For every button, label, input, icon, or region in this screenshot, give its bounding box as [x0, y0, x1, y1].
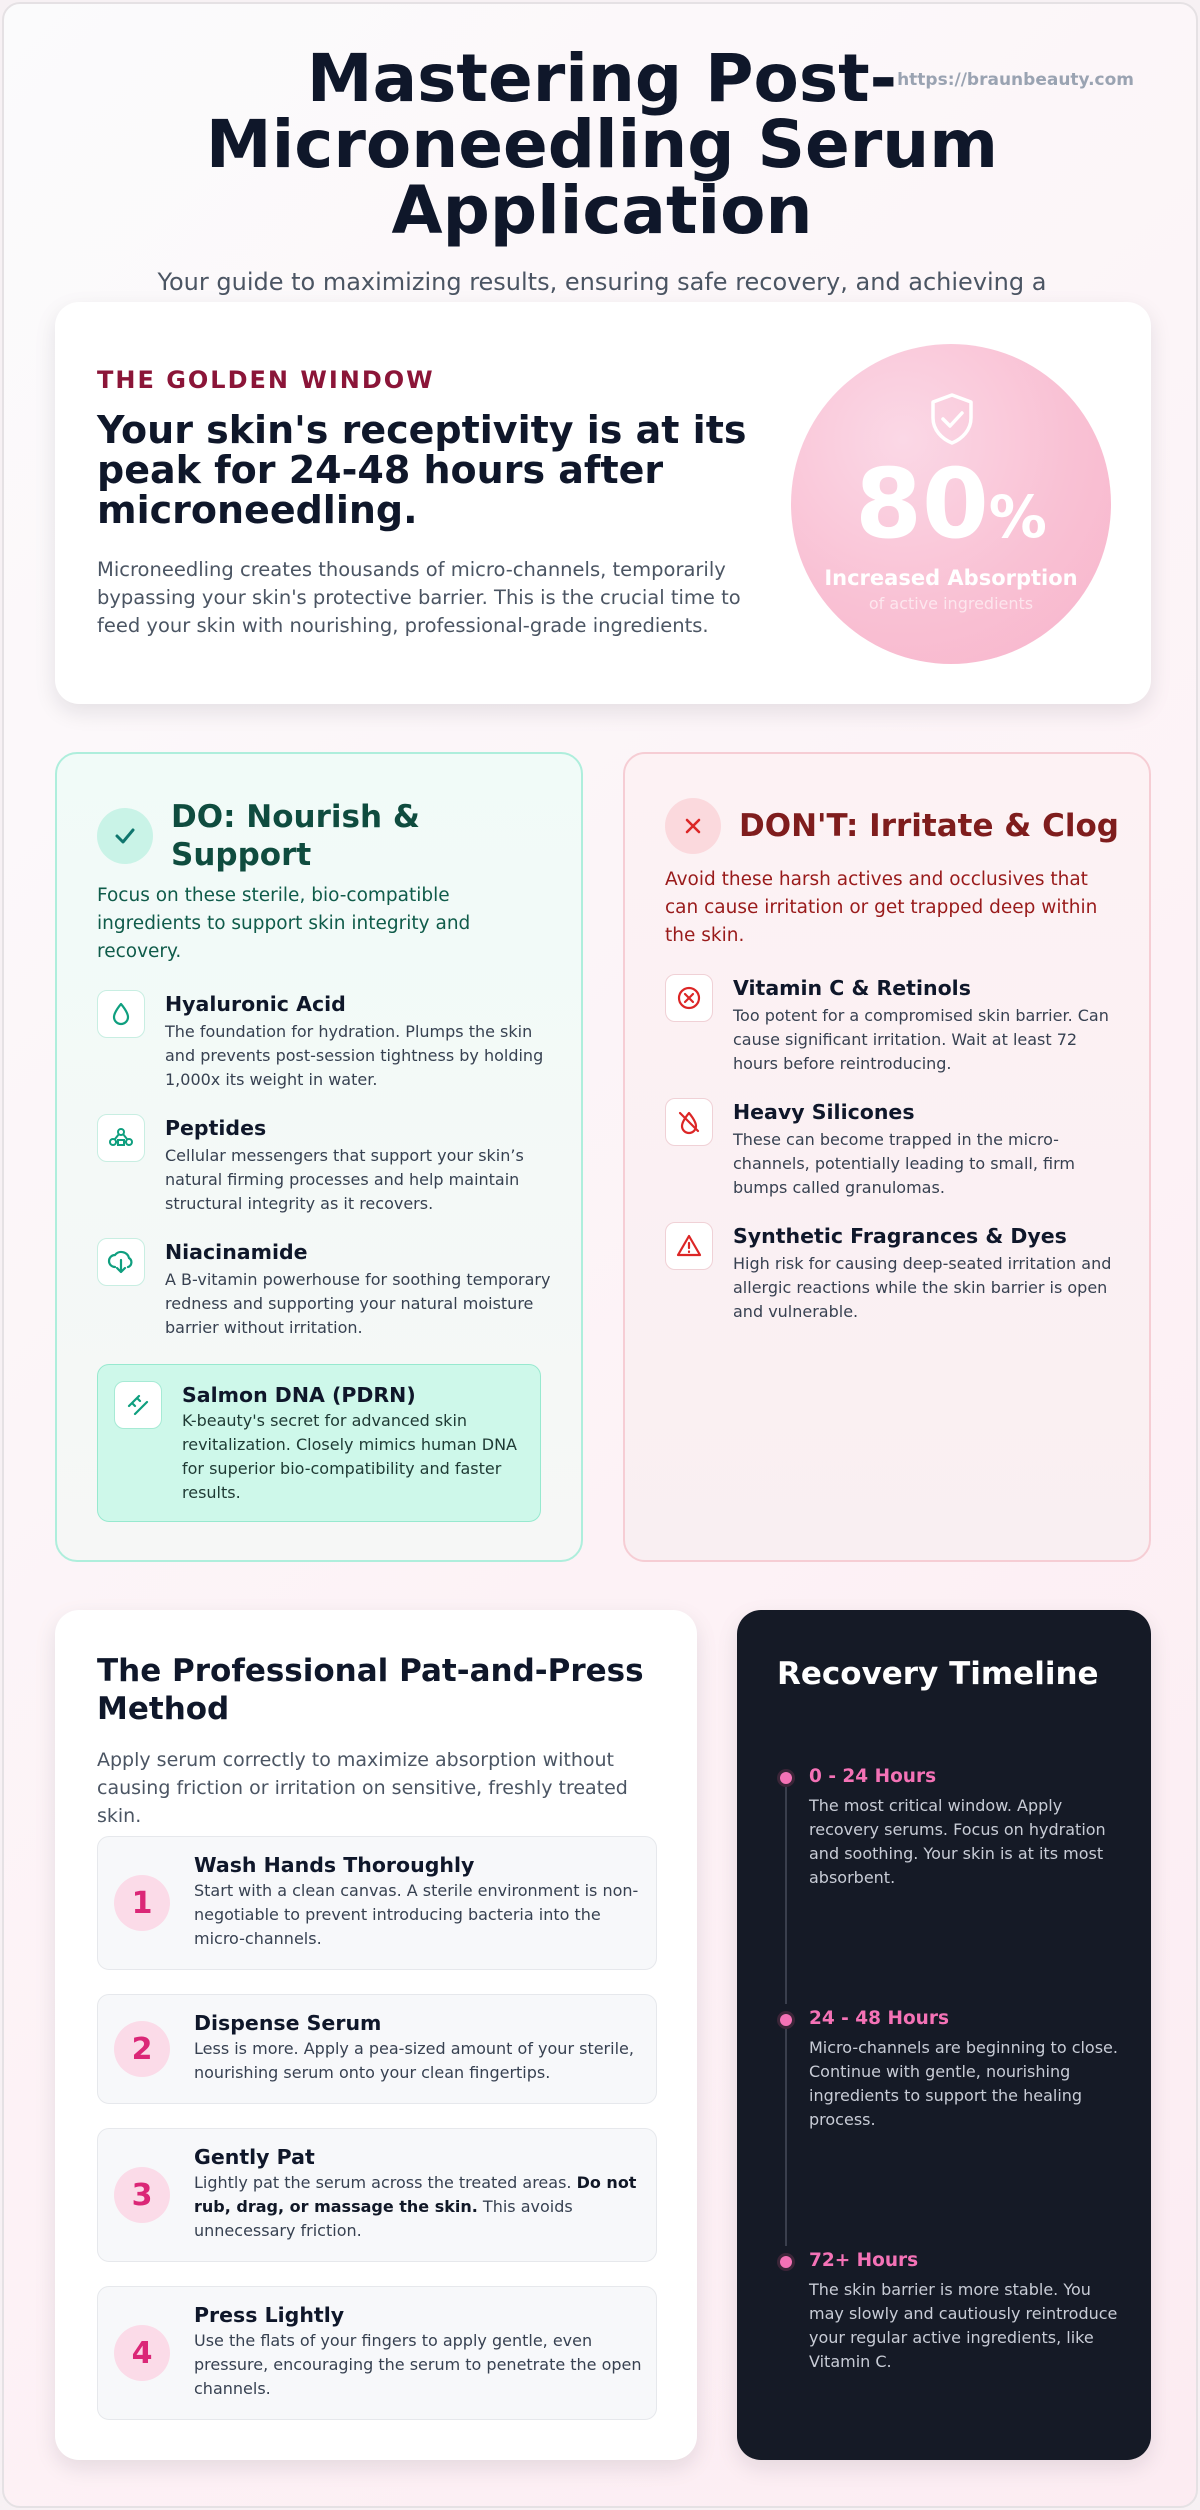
golden-window-body: Microneedling creates thousands of micro…	[97, 558, 741, 637]
dna-icon	[114, 1381, 162, 1429]
warning-triangle-icon	[665, 1222, 713, 1270]
do-item-desc: The foundation for hydration. Plumps the…	[165, 1022, 544, 1089]
timeline-phase: 72+ Hours	[809, 2250, 919, 2271]
timeline-dot	[780, 2256, 792, 2268]
absorption-stat-circle: 80% Increased Absorption of active ingre…	[791, 344, 1111, 664]
step-name: Wash Hands Thoroughly	[194, 1853, 475, 1877]
timeline-desc: The most critical window. Apply recovery…	[809, 1796, 1106, 1887]
golden-window-kicker: THE GOLDEN WINDOW	[97, 366, 435, 394]
timeline-dot	[780, 1772, 792, 1784]
dont-item-name: Heavy Silicones	[733, 1100, 915, 1124]
step-desc: Use the flats of your fingers to apply g…	[194, 2331, 642, 2398]
dont-item-desc: These can become trapped in the micro-ch…	[733, 1130, 1075, 1197]
absorption-stat-value: 80%	[791, 454, 1111, 567]
dont-item-desc: High risk for causing deep-seated irrita…	[733, 1254, 1112, 1321]
step-desc: Less is more. Apply a pea-sized amount o…	[194, 2039, 634, 2082]
method-title: The Professional Pat-and-Press Method	[97, 1653, 644, 1727]
salmon-dna-highlight: Salmon DNA (PDRN) K-beauty's secret for …	[97, 1364, 541, 1522]
stat-unit: %	[988, 483, 1047, 551]
dont-item-desc: Too potent for a compromised skin barrie…	[733, 1006, 1109, 1073]
timeline-desc: Micro-channels are beginning to close. C…	[809, 2038, 1118, 2129]
dont-item-name: Synthetic Fragrances & Dyes	[733, 1224, 1067, 1248]
step-desc: Start with a clean canvas. A sterile env…	[194, 1881, 639, 1948]
timeline-connector	[785, 2020, 787, 2246]
do-item-name: Peptides	[165, 1116, 267, 1140]
do-panel-header: DO: Nourish & Support	[97, 798, 471, 874]
golden-window-card: THE GOLDEN WINDOW Your skin's receptivit…	[55, 302, 1151, 704]
method-step: 4 Press Lightly Use the flats of your fi…	[97, 2286, 657, 2420]
pat-and-press-card: The Professional Pat-and-Press Method Ap…	[55, 1610, 697, 2460]
step-number: 1	[114, 1875, 170, 1931]
golden-window-heading: Your skin's receptivity is at its peak f…	[97, 408, 747, 532]
dont-panel-intro: Avoid these harsh actives and occlusives…	[665, 869, 1098, 946]
timeline-desc: The skin barrier is more stable. You may…	[809, 2280, 1118, 2371]
page-title: Mastering Post-Microneedling Serum Appli…	[205, 40, 999, 249]
step-name: Dispense Serum	[194, 2011, 382, 2035]
timeline-connector	[785, 1778, 787, 2004]
method-step: 2 Dispense Serum Less is more. Apply a p…	[97, 1994, 657, 2104]
do-panel-intro: Focus on these sterile, bio-compatible i…	[97, 885, 471, 962]
shield-check-icon	[931, 393, 973, 445]
cloud-download-icon	[97, 1238, 145, 1286]
droplet-off-icon	[665, 1098, 713, 1146]
step-number: 2	[114, 2021, 170, 2077]
method-step: 1 Wash Hands Thoroughly Start with a cle…	[97, 1836, 657, 1970]
step-number: 4	[114, 2325, 170, 2381]
step-number: 3	[114, 2167, 170, 2223]
absorption-stat-label: Increased Absorption	[824, 566, 1078, 590]
do-panel-title: DO: Nourish & Support	[171, 799, 420, 873]
step-desc-text: Lightly pat the serum across the treated…	[194, 2173, 577, 2192]
do-item-name: Hyaluronic Acid	[165, 992, 346, 1016]
do-item-desc: A B-vitamin powerhouse for soothing temp…	[165, 1270, 551, 1337]
step-desc-text: This avoids unnecessary friction.	[194, 2197, 573, 2240]
method-intro: Apply serum correctly to maximize absorp…	[97, 1749, 628, 1827]
timeline-phase: 24 - 48 Hours	[809, 2008, 949, 2029]
droplet-icon	[97, 990, 145, 1038]
do-panel: DO: Nourish & Support Focus on these ste…	[55, 752, 583, 1562]
molecule-icon	[97, 1114, 145, 1162]
source-url[interactable]: https://braunbeauty.com	[897, 70, 1134, 90]
step-desc: Lightly pat the serum across the treated…	[194, 2171, 642, 2243]
salmon-dna-desc: K-beauty's secret for advanced skin revi…	[182, 1411, 517, 1502]
step-name: Gently Pat	[194, 2145, 315, 2169]
timeline-dot	[780, 2014, 792, 2026]
stat-number: 80	[855, 448, 989, 560]
step-desc-emphasis: Do not rub, drag, or massage the skin.	[194, 2173, 637, 2216]
dont-item-name: Vitamin C & Retinols	[733, 976, 971, 1000]
recovery-timeline-card: Recovery Timeline 0 - 24 Hours The most …	[737, 1610, 1151, 2460]
dont-panel-header: DON'T: Irritate & Clog	[665, 798, 1119, 854]
dont-panel: DON'T: Irritate & Clog Avoid these harsh…	[623, 752, 1151, 1562]
timeline-phase: 0 - 24 Hours	[809, 1766, 937, 1787]
step-name: Press Lightly	[194, 2303, 345, 2327]
x-icon	[665, 798, 721, 854]
check-icon	[97, 808, 153, 864]
timeline-title: Recovery Timeline	[777, 1656, 1099, 1692]
do-item-name: Niacinamide	[165, 1240, 308, 1264]
ban-circle-icon	[665, 974, 713, 1022]
dont-panel-title: DON'T: Irritate & Clog	[739, 808, 1119, 844]
salmon-dna-name: Salmon DNA (PDRN)	[182, 1383, 416, 1407]
do-item-desc: Cellular messengers that support your sk…	[165, 1146, 524, 1213]
absorption-stat-sub: of active ingredients	[868, 594, 1034, 613]
method-step: 3 Gently Pat Lightly pat the serum acros…	[97, 2128, 657, 2262]
